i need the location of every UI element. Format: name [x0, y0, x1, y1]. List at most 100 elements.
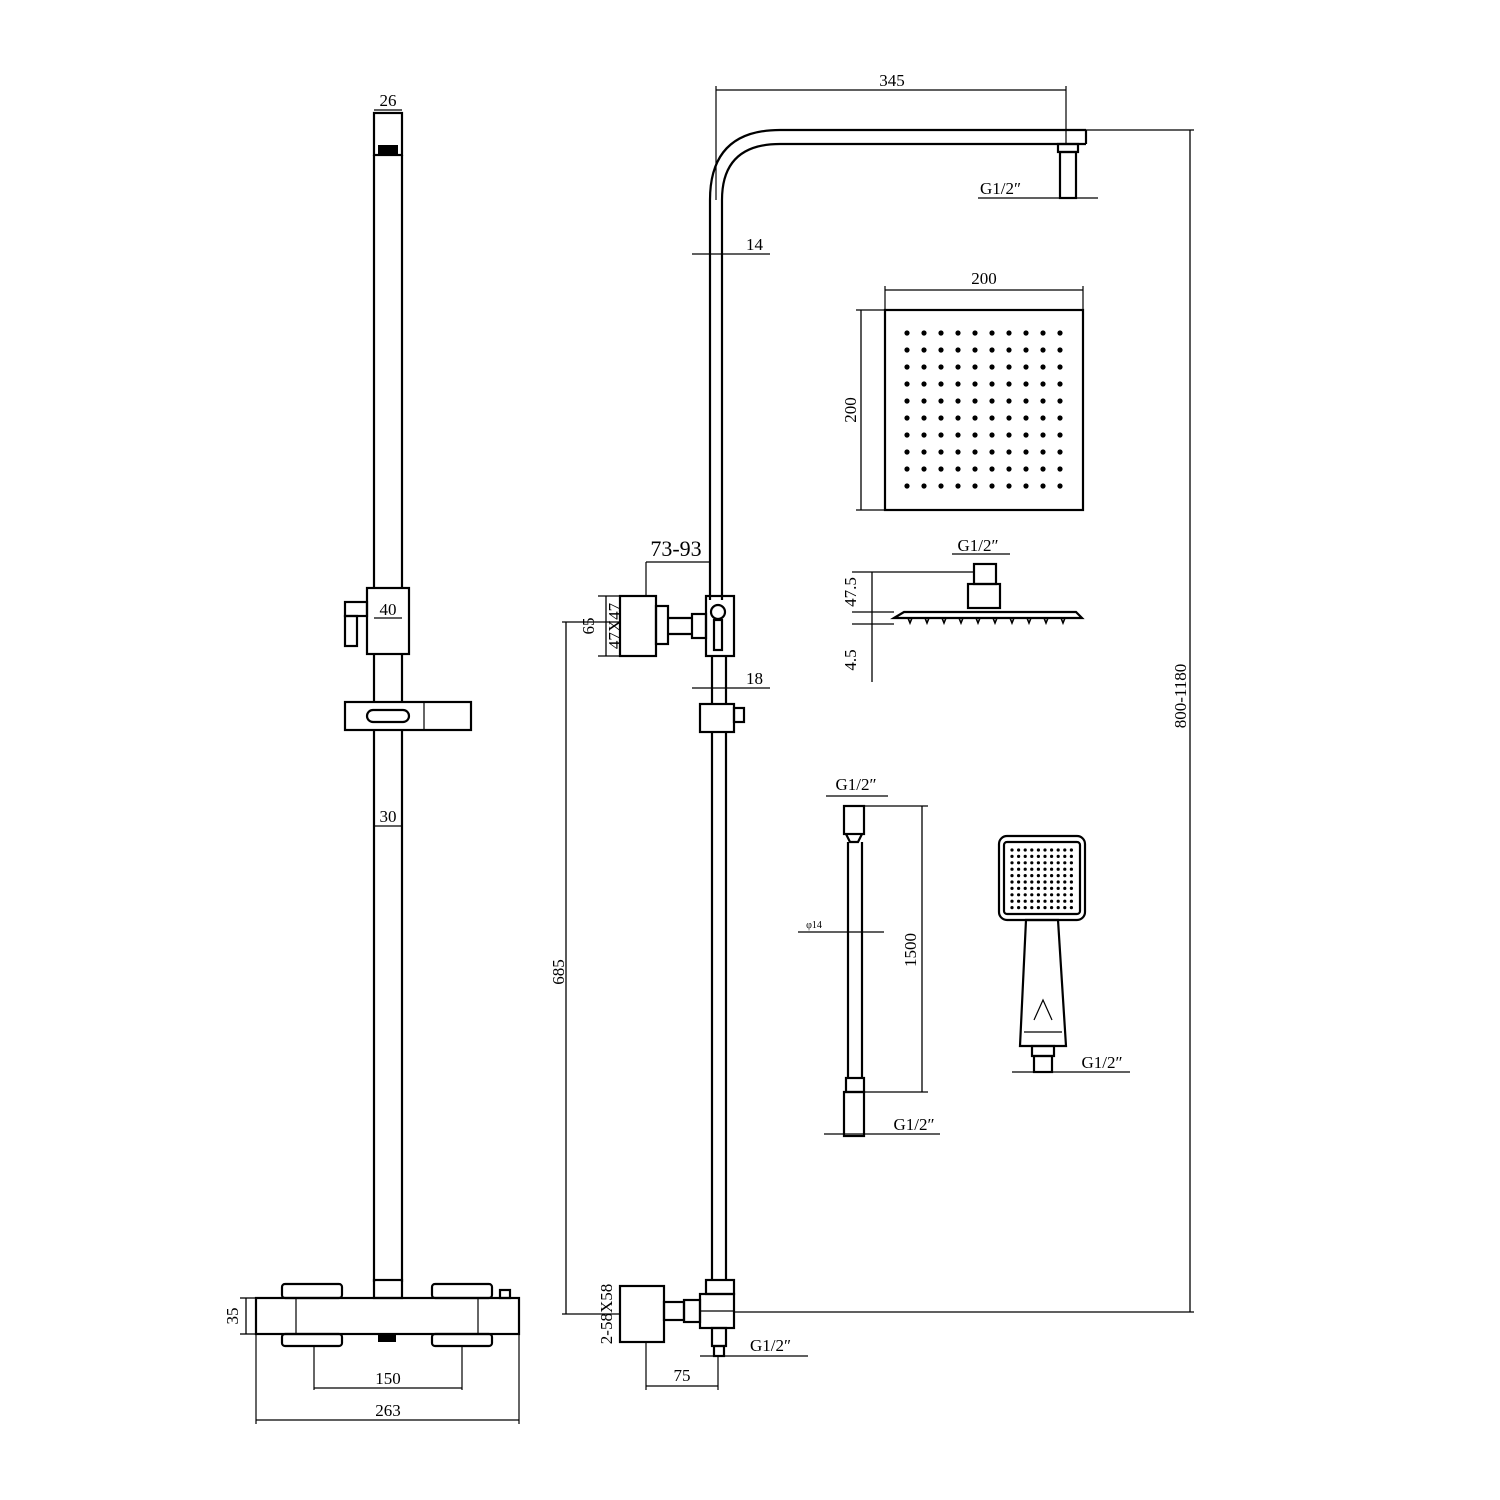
nozzle-dot [1043, 848, 1047, 852]
dim-bracket-size: 47X47 [605, 602, 624, 649]
nozzle-dot [1056, 848, 1060, 852]
nozzle-dot [1040, 449, 1046, 455]
top-cap-outlet [378, 145, 398, 154]
nozzle-dot [1043, 874, 1047, 878]
shower-hose: G1/2″ φ14 1500 G1/2″ [798, 775, 940, 1138]
dim-handshower-inlet: G1/2″ [1081, 1053, 1122, 1072]
nozzle-dot [1043, 861, 1047, 865]
nozzle-tick [1026, 617, 1032, 626]
nozzle-dot [1069, 899, 1073, 903]
nozzle-dot [921, 347, 927, 353]
nozzle-dot [1057, 330, 1063, 336]
nozzle-dot [1043, 854, 1047, 859]
head-shower-nozzles [904, 330, 1063, 489]
nozzle-dot [955, 381, 961, 387]
nozzle-dot [1057, 449, 1063, 455]
shower-arm-outer [708, 128, 1086, 600]
nozzle-dot [955, 398, 961, 404]
nozzle-dot [989, 381, 995, 387]
dim-center-distance: 150 [375, 1369, 401, 1388]
nozzle-dot [972, 466, 978, 472]
dim-bracket-width: 40 [380, 600, 397, 619]
nozzle-dot [938, 364, 944, 370]
nozzle-dot [1017, 893, 1021, 897]
nozzle-dot [1010, 899, 1014, 903]
valve-outlet [378, 1334, 396, 1342]
nozzle-dot [1043, 906, 1047, 910]
nozzle-dot [1017, 874, 1021, 878]
nozzle-tick [907, 617, 913, 626]
nozzle-dot [989, 415, 995, 421]
nozzle-dot [938, 347, 944, 353]
nozzle-dot [1057, 347, 1063, 353]
nozzle-dot [972, 449, 978, 455]
nozzle-dot [955, 347, 961, 353]
nozzle-dot [1043, 880, 1047, 884]
nozzle-dot [1063, 880, 1067, 884]
dim-lower-pipe: 18 [746, 669, 763, 688]
valve-knob-right-top [430, 1282, 494, 1300]
nozzle-tick [924, 617, 930, 626]
nozzle-dot [904, 381, 910, 387]
dim-valve-height: 35 [223, 1308, 242, 1325]
nozzle-dot [1023, 330, 1029, 336]
nozzle-dot [955, 364, 961, 370]
nozzle-dot [1030, 874, 1034, 878]
nozzle-dot [1023, 432, 1029, 438]
front-slider-holder [343, 700, 473, 732]
valve-knob-left-top [280, 1282, 344, 1300]
dim-head-inlet: G1/2″ [957, 536, 998, 555]
head-shower-plan: 200 200 [841, 269, 1085, 512]
nozzle-tick [958, 617, 964, 626]
nozzle-dot [1040, 330, 1046, 336]
nozzle-dot [1069, 848, 1073, 852]
nozzle-dot [1056, 874, 1060, 878]
nozzle-dot [1017, 861, 1021, 865]
nozzle-dot [921, 330, 927, 336]
nozzle-dot [921, 415, 927, 421]
front-view [254, 111, 521, 1390]
nozzle-dot [1017, 867, 1021, 871]
dim-hose-inlet-top: G1/2″ [835, 775, 876, 794]
nozzle-dot [1017, 886, 1021, 891]
front-dimensions: 26 40 30 35 150 263 [223, 91, 520, 1424]
nozzle-dot [1010, 861, 1014, 865]
dim-outlet-size: 2-58X58 [597, 1284, 616, 1344]
nozzle-dot [1056, 880, 1060, 884]
nozzle-tick [992, 617, 998, 626]
top-cap [372, 111, 404, 157]
nozzle-dot [1056, 899, 1060, 903]
nozzle-dot [1063, 867, 1067, 871]
nozzle-dot [989, 364, 995, 370]
nozzle-dot [1006, 483, 1012, 489]
nozzle-dot [904, 330, 910, 336]
nozzle-dot [904, 483, 910, 489]
nozzle-dot [1023, 867, 1027, 871]
nozzle-dot [1036, 880, 1040, 884]
nozzle-dot [1050, 874, 1054, 878]
nozzle-dot [989, 432, 995, 438]
nozzle-dot [1023, 874, 1027, 878]
nozzle-dot [904, 432, 910, 438]
arm-outlet-nipple [1058, 150, 1078, 200]
nozzle-dot [1036, 861, 1040, 865]
nozzle-dot [1040, 364, 1046, 370]
nozzle-dot [955, 432, 961, 438]
nozzle-dot [1069, 861, 1073, 865]
nozzle-dot [1050, 861, 1054, 865]
nozzle-tick [1060, 617, 1066, 626]
head-shower-neck [966, 582, 1002, 610]
nozzle-dot [1069, 867, 1073, 871]
dim-bracket-height: 65 [579, 618, 598, 635]
dim-total-width: 263 [375, 1401, 401, 1420]
nozzle-dot [921, 483, 927, 489]
dim-total-height: 800-1180 [1171, 664, 1190, 729]
head-shower-side-nozzles [907, 617, 1066, 626]
nozzle-dot [1057, 466, 1063, 472]
hand-shower-nozzles [1010, 848, 1073, 910]
nozzle-dot [904, 364, 910, 370]
dim-upper-pipe: 14 [746, 235, 764, 254]
nozzle-dot [1030, 893, 1034, 897]
nozzle-dot [1006, 466, 1012, 472]
dim-arm-length: 345 [879, 71, 905, 90]
